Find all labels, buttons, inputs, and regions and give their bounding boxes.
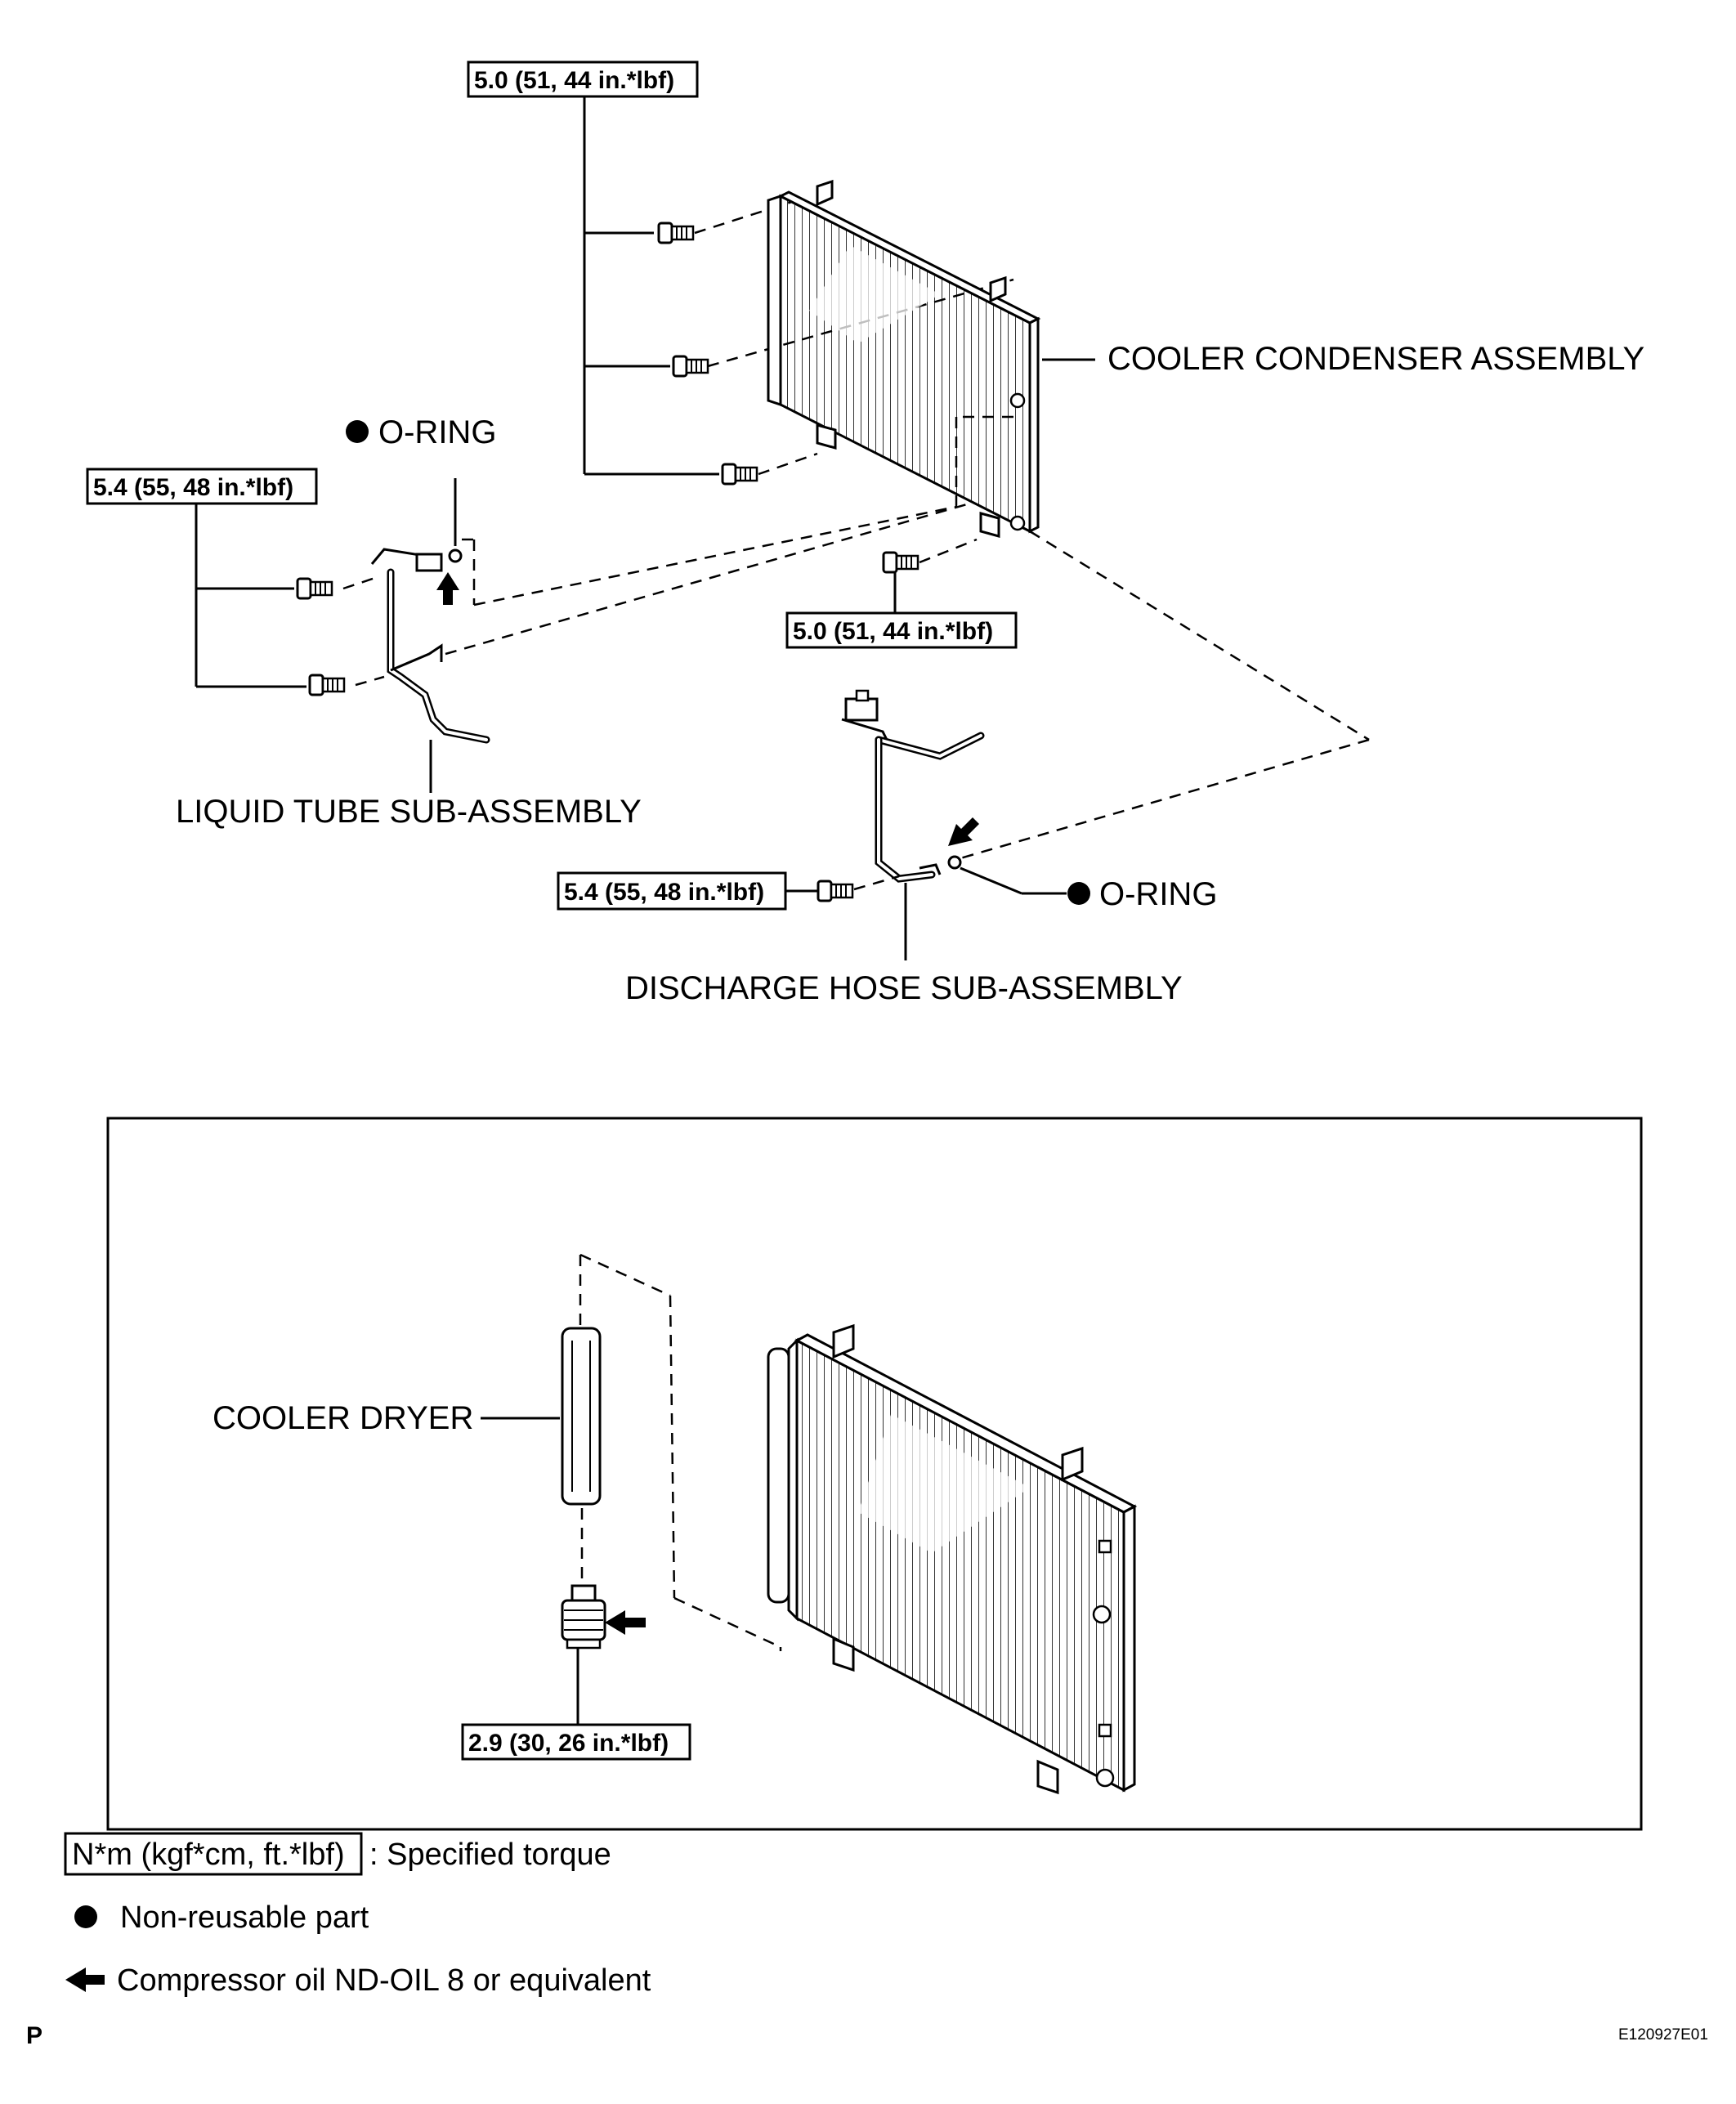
oring-lower-label: O-RING [1099,876,1217,912]
condenser-icon [767,179,1041,538]
arrow-up-icon [436,572,459,605]
legend-oil-text: Compressor oil ND-OIL 8 or equivalent [117,1963,651,1998]
leader-lines-condenser-top [583,96,719,476]
legend-torque-text: : Specified torque [369,1838,611,1872]
arrow-left-icon [605,1610,646,1635]
alignment-dashes-discharge [960,530,1370,860]
dryer-icon [561,1327,602,1506]
bullet-icon [1067,882,1090,905]
bolt-icon [296,577,333,600]
alignment-dashes-dryer [579,1253,782,1651]
plug-icon [561,1584,606,1650]
bolt-icon [672,355,709,378]
torque-box-discharge-hose: 5.4 (55, 48 in.*lbf) [557,871,787,911]
oring-upper-label: O-RING [378,414,496,450]
torque-condenser-bottom-text: 5.0 (51, 44 in.*lbf) [793,618,993,645]
discharge-hose-part [841,689,985,883]
alignment-dashes-liquid [342,501,973,687]
torque-box-liquid-tube: 5.4 (55, 48 in.*lbf) [86,468,318,505]
bullet-icon [346,420,369,443]
leader-lines-liquid-tube [195,504,306,688]
torque-liquid-tube-text: 5.4 (55, 48 in.*lbf) [93,474,293,501]
torque-box-dryer-plug: 2.9 (30, 26 in.*lbf) [461,1723,691,1761]
leader-line-oring-lower [960,866,1022,895]
alignment-dash-bottom-bolt [919,538,978,564]
condenser-icon [767,1323,1138,1795]
torque-box-condenser-bottom: 5.0 (51, 44 in.*lbf) [785,611,1018,649]
arrow-down-icon [948,817,979,846]
bolt-icon [308,674,346,696]
liquid-tube-part [370,548,490,744]
liquid-tube-label: LIQUID TUBE SUB-ASSEMBLY [176,794,642,830]
legend-nonreusable: Non-reusable part [74,1900,369,1935]
legend-nonreusable-text: Non-reusable part [120,1900,369,1935]
bolt-icon [657,222,695,244]
bullet-icon [74,1905,97,1928]
bolt-icon [882,551,919,574]
figure-id: E120927E01 [1618,2026,1708,2044]
bolt-icon [817,880,854,902]
torque-discharge-hose-text: 5.4 (55, 48 in.*lbf) [564,879,764,906]
cooler-dryer-label: COOLER DRYER [213,1400,473,1436]
torque-condenser-top-text: 5.0 (51, 44 in.*lbf) [474,67,674,94]
alignment-dash-discharge-bolt [853,875,900,891]
bolt-icon [721,463,758,486]
legend-oil: Compressor oil ND-OIL 8 or equivalent [65,1963,651,1998]
inset-frame [106,1117,1643,1831]
legend-torque: N*m (kgf*cm, ft.*lbf) : Specified torque [64,1832,611,1876]
legend-torque-box-text: N*m (kgf*cm, ft.*lbf) [72,1838,345,1872]
discharge-hose-label: DISCHARGE HOSE SUB-ASSEMBLY [625,970,1183,1006]
torque-box-condenser-top: 5.0 (51, 44 in.*lbf) [467,60,699,98]
page-letter: P [26,2022,43,2049]
oring-part [448,548,463,563]
oring-part [947,855,962,870]
torque-dryer-plug-text: 2.9 (30, 26 in.*lbf) [468,1730,669,1757]
arrow-left-icon [65,1967,105,1992]
condenser-label: COOLER CONDENSER ASSEMBLY [1107,341,1644,377]
